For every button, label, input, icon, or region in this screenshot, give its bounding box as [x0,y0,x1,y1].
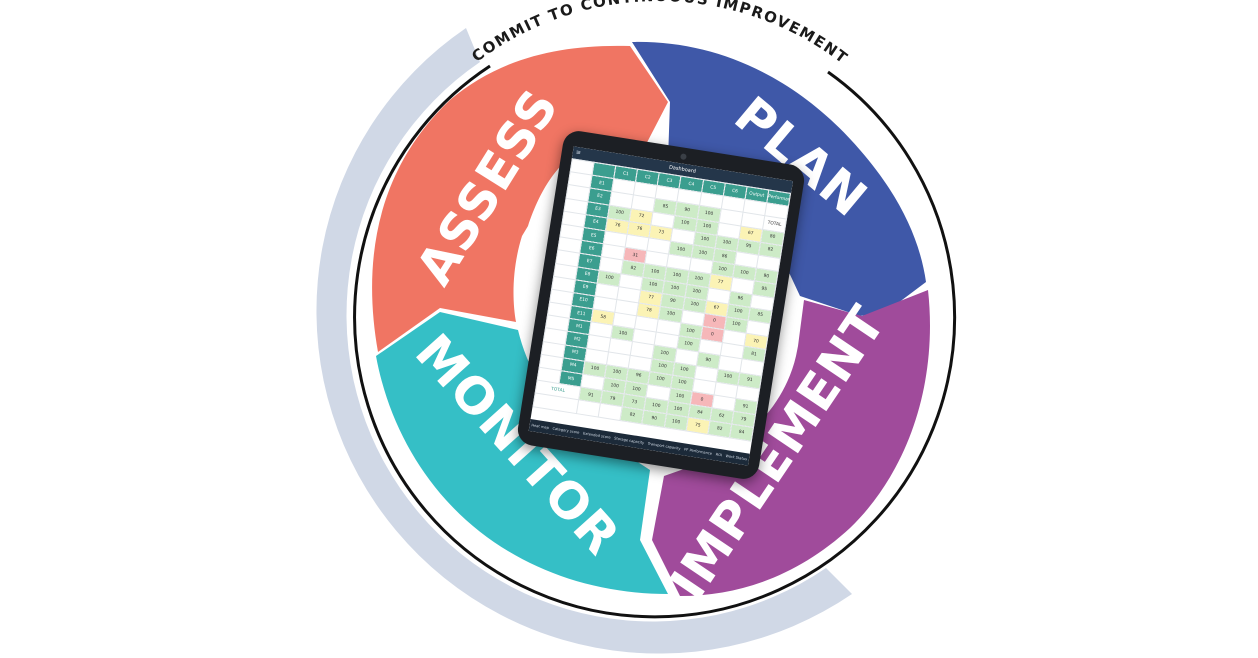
bottom-tab[interactable]: ROI [715,452,723,458]
assess-segment[interactable] [372,45,668,352]
dashboard-title: Dashboard [668,164,697,175]
heatmap-cell [576,400,601,417]
heatmap-cell: 84 [729,424,754,441]
heatmap-cell: 100 [664,414,688,431]
heatmap-cell: 82 [707,420,732,438]
bottom-tab[interactable]: Storage capacity [613,436,645,446]
implement-segment[interactable] [652,290,930,596]
bottom-tab[interactable]: Extended score [582,431,611,440]
bottom-tab[interactable]: PF Performance [683,447,713,456]
heatmap-cell: 75 [685,417,710,434]
monitor-segment[interactable] [376,312,668,594]
heatmap-cell [598,403,623,421]
outer-band [316,28,853,654]
bottom-tab[interactable]: Heat map [531,423,550,430]
bottom-tab[interactable]: Category score [552,426,580,435]
menu-icon[interactable]: ≡ [575,148,582,157]
bottom-tab[interactable]: Work Status [725,453,748,462]
heatmap-cell: 82 [620,407,645,424]
camera-icon [680,153,687,161]
outer-ring [353,64,957,619]
heatmap-cell: 90 [642,410,667,428]
bottom-tab[interactable]: Transport capacity [647,441,681,451]
